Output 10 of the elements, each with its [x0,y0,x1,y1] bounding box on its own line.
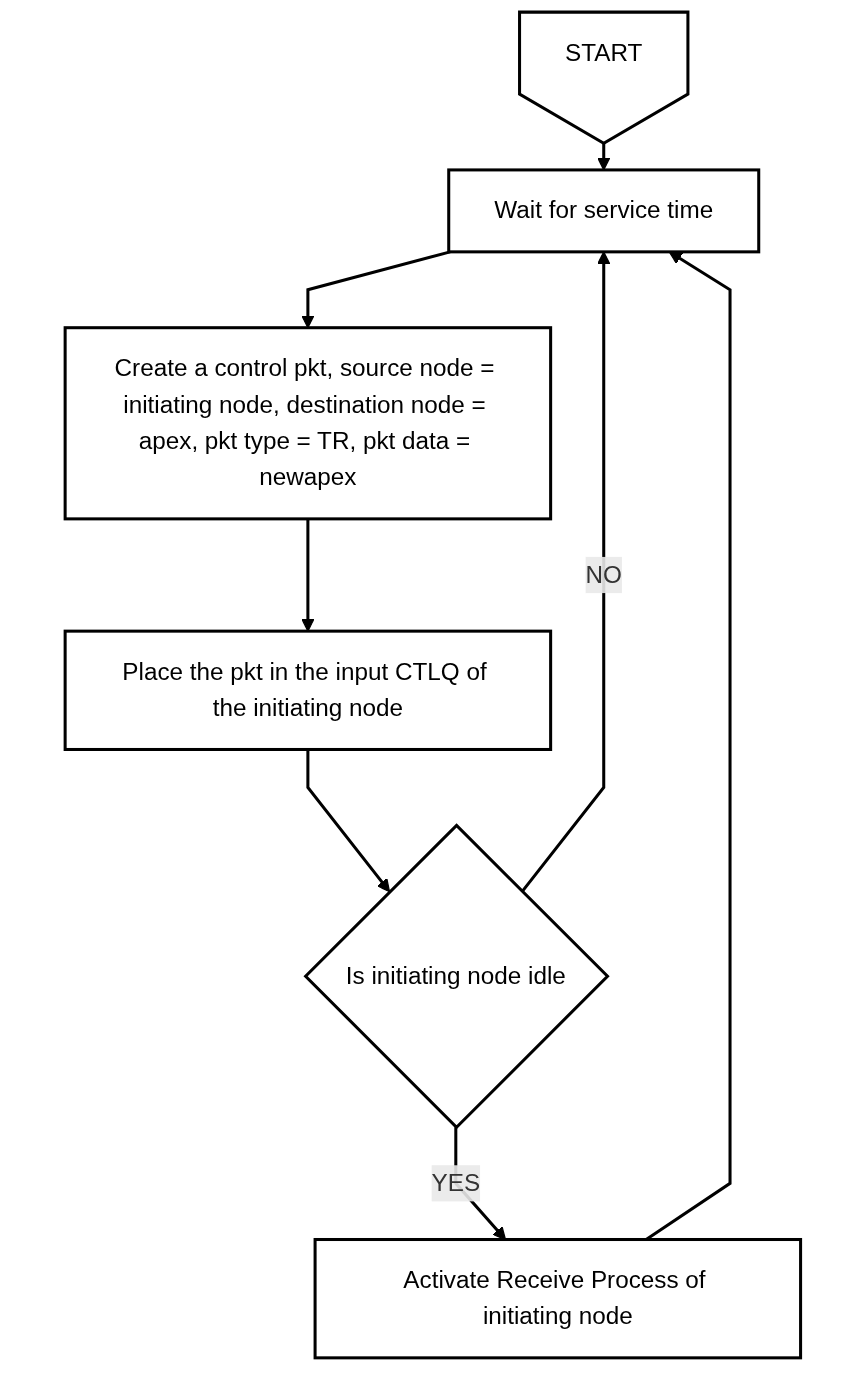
node-box: Wait for service time [447,168,761,254]
node-diamond: Is initiating node idle [303,823,610,1130]
arrow [301,518,315,632]
node-box: Activate Receive Process of initiating node [313,1238,803,1360]
node-box: Place the pkt in the input CTLQ of the initiating node [63,629,553,751]
arrow [521,251,611,893]
edge-label: NO [585,561,623,588]
node-box: Create a control pkt, source node = initiating node, destination node = apex, pkt type = TR, pkt data = newapex [63,326,553,521]
edge-label: YES [431,1169,481,1196]
arrow [306,749,391,893]
